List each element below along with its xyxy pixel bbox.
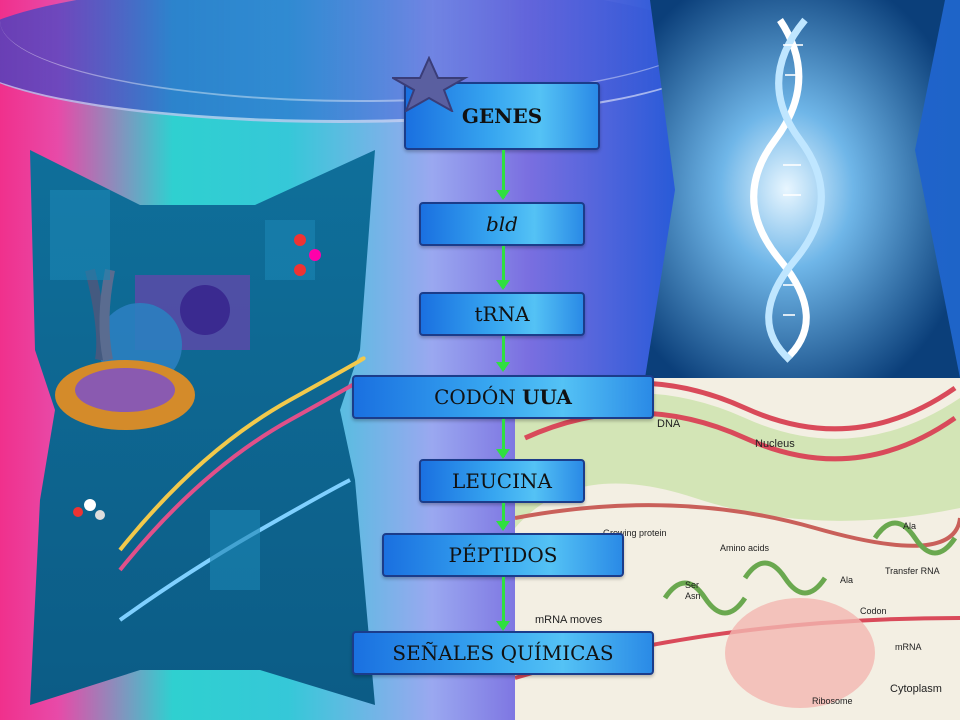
flow-step-leucina: LEUCINA bbox=[419, 459, 585, 503]
flow-step-label: tRNA bbox=[474, 302, 530, 326]
flow-step-codon: CODÓN UUA bbox=[352, 375, 654, 419]
flow-arrow bbox=[496, 150, 510, 200]
label-codon: Codon bbox=[860, 606, 887, 616]
flow-arrow bbox=[496, 503, 510, 531]
label-nucleus: Nucleus bbox=[755, 438, 795, 450]
cell-poster-image bbox=[30, 150, 375, 705]
flow-arrow bbox=[496, 246, 510, 290]
label-ser: Ser bbox=[685, 580, 700, 590]
label-dna: DNA bbox=[657, 418, 681, 430]
flow-step-label-bold: UUA bbox=[522, 385, 572, 409]
flow-step-label: SEÑALES QUÍMICAS bbox=[392, 641, 614, 665]
flow-step-trna: tRNA bbox=[419, 292, 585, 336]
flow-step-label: CODÓN bbox=[434, 385, 523, 409]
flow-step-label: bld bbox=[485, 212, 518, 236]
label-ala-1: Ala bbox=[903, 521, 917, 531]
label-asn: Asn bbox=[685, 591, 701, 601]
flow-step-label: PÉPTIDOS bbox=[448, 543, 558, 567]
decorative-swoosh-line bbox=[0, 0, 720, 102]
flow-step-bld: bld bbox=[419, 202, 585, 246]
flow-arrow bbox=[496, 419, 510, 459]
label-transfer-rna: Transfer RNA bbox=[885, 566, 940, 576]
flow-step-label: GENES bbox=[461, 104, 543, 128]
flow-arrow bbox=[496, 577, 510, 631]
flow-step-label: LEUCINA bbox=[452, 469, 552, 493]
label-ala-2: Ala bbox=[840, 575, 854, 585]
flow-arrow bbox=[496, 336, 510, 372]
flow-step-peptidos: PÉPTIDOS bbox=[382, 533, 624, 577]
star-icon bbox=[392, 56, 469, 112]
label-cytoplasm: Cytoplasm bbox=[890, 683, 942, 695]
label-amino-acids: Amino acids bbox=[720, 543, 770, 553]
flow-step-senales-quimicas: SEÑALES QUÍMICAS bbox=[352, 631, 654, 675]
label-ribosome: Ribosome bbox=[812, 696, 853, 706]
label-mrna: mRNA bbox=[895, 642, 922, 652]
dna-helix-image bbox=[645, 0, 960, 378]
label-mrna-moves: mRNA moves bbox=[535, 614, 603, 626]
